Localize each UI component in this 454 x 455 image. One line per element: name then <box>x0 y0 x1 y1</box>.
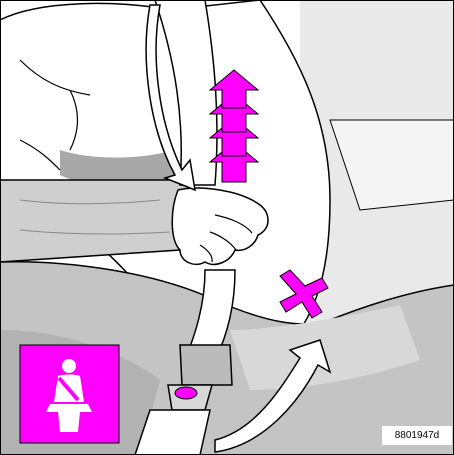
sleeve <box>0 180 190 262</box>
figure-code-label: 8801947d <box>382 426 452 445</box>
seatbelt-warning-icon <box>20 345 119 443</box>
buckle-tongue <box>180 345 232 385</box>
buckle-release-button <box>175 387 197 399</box>
